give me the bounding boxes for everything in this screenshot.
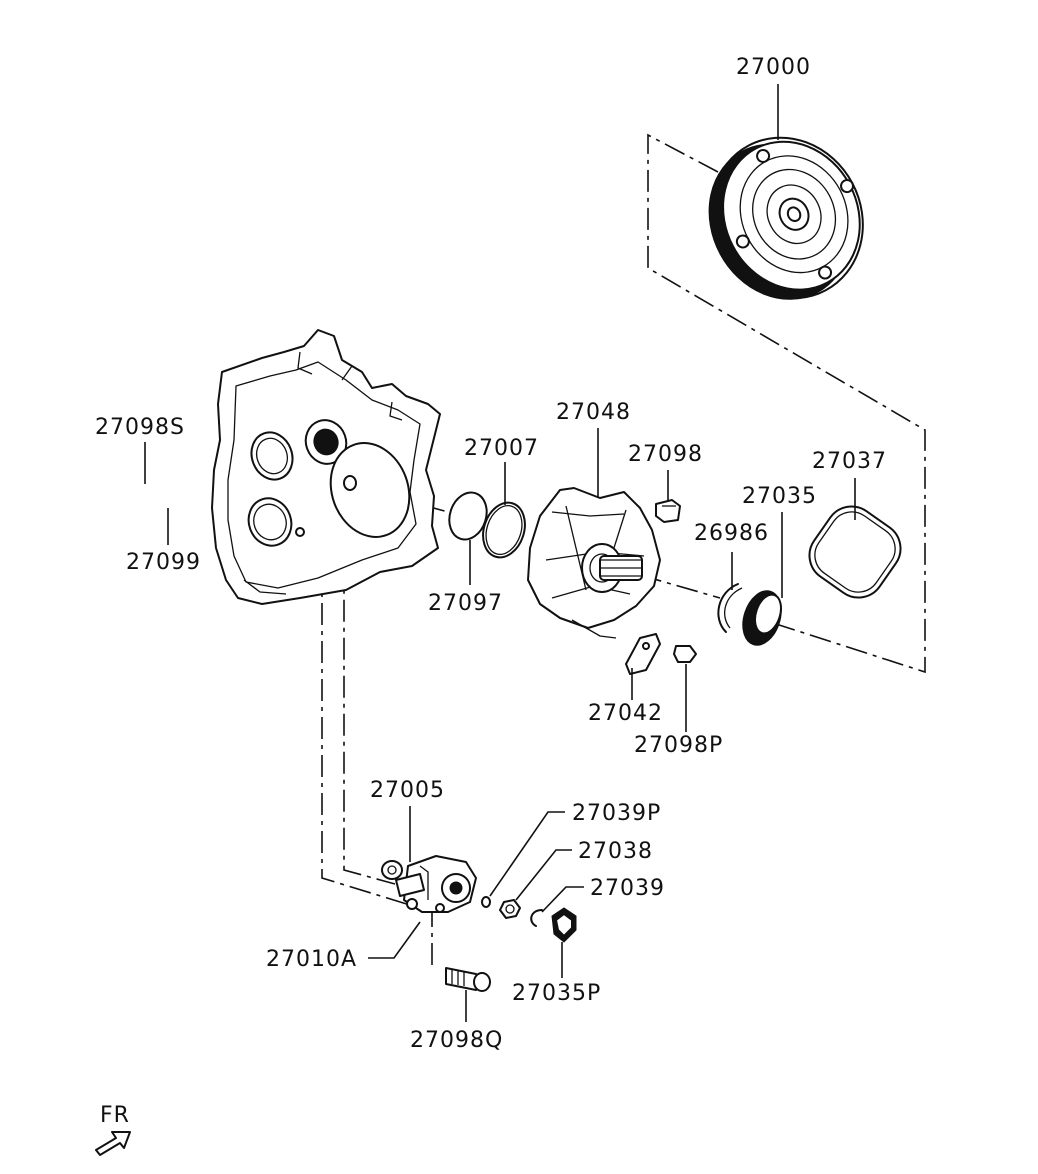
label-27099: 27099 <box>126 550 201 575</box>
bolt-27098Q <box>445 967 491 992</box>
label-27035P: 27035P <box>512 981 601 1006</box>
label-27038: 27038 <box>578 839 653 864</box>
o-ring-27007 <box>482 501 526 559</box>
leader-lines <box>144 84 856 1022</box>
washer-27005 <box>381 860 403 880</box>
label-27007: 27007 <box>464 436 539 461</box>
label-27042: 27042 <box>588 701 663 726</box>
front-direction-indicator: FR <box>95 1103 131 1156</box>
front-direction-label: FR <box>100 1103 130 1128</box>
label-27097: 27097 <box>428 591 503 616</box>
snap-ring-26986 <box>717 583 743 633</box>
front-direction-arrow-icon <box>95 1131 131 1156</box>
label-27098S: 27098S <box>95 415 185 440</box>
label-27005: 27005 <box>370 778 445 803</box>
torque-converter <box>708 136 864 300</box>
clip-27039 <box>530 909 543 927</box>
label-27035: 27035 <box>742 484 817 509</box>
label-27098: 27098 <box>628 442 703 467</box>
label-27039: 27039 <box>590 876 665 901</box>
bolt-27098 <box>655 499 681 523</box>
bolt-27098P <box>673 645 697 663</box>
bracket-27042 <box>625 633 661 675</box>
o-ring-27039P <box>481 896 491 908</box>
label-27000: 27000 <box>736 55 811 80</box>
label-27098Q: 27098Q <box>410 1028 503 1053</box>
label-27037: 27037 <box>812 449 887 474</box>
gasket-27037 <box>808 505 902 599</box>
seal-27035P <box>551 907 577 943</box>
solenoid-valve-27010A <box>395 855 477 913</box>
oil-pump-housing <box>527 487 661 639</box>
label-27039P: 27039P <box>572 801 661 826</box>
part-labels: 27000 27098S 27099 27007 27097 27048 270… <box>95 55 887 1053</box>
label-27010A: 27010A <box>266 947 357 972</box>
label-27098P: 27098P <box>634 733 723 758</box>
transmission-housing <box>211 329 441 605</box>
o-ring-27097 <box>448 491 488 541</box>
oil-seal-27035 <box>742 590 782 646</box>
label-27048: 27048 <box>556 400 631 425</box>
nut-27038 <box>499 899 521 919</box>
label-26986: 26986 <box>694 521 769 546</box>
